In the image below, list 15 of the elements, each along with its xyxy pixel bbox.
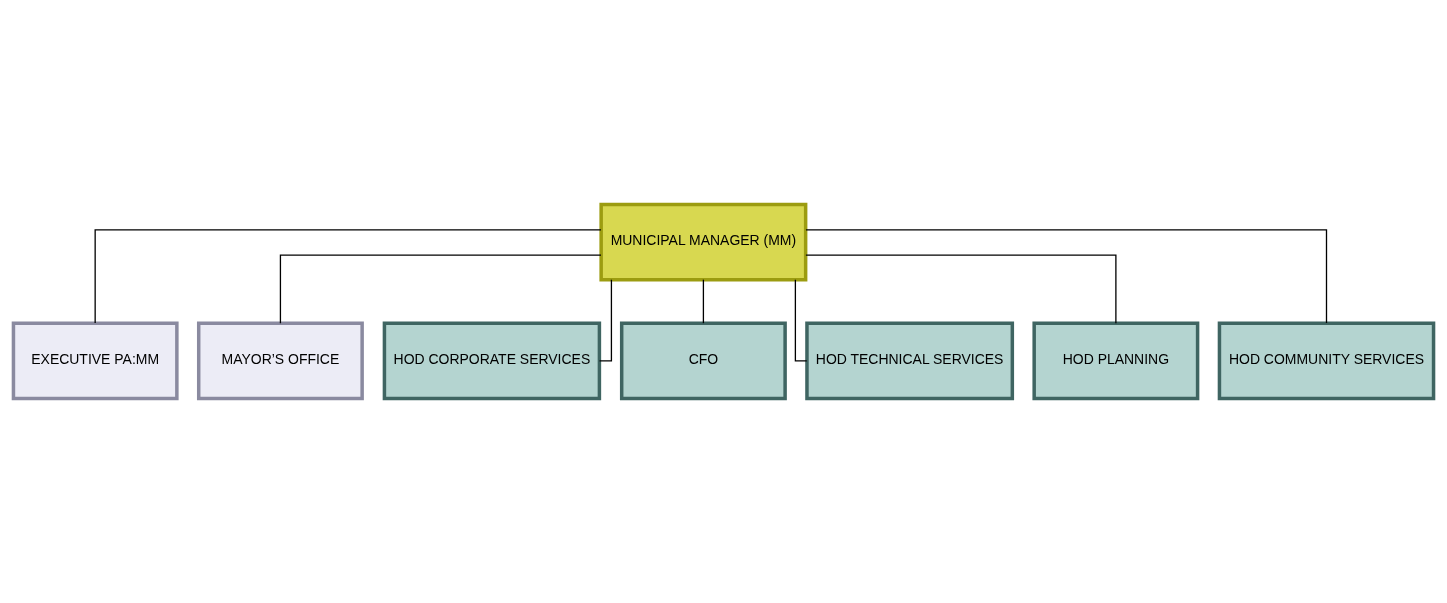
connector (702, 279, 705, 324)
node-box: HOD CORPORATE SERVICES (382, 321, 602, 401)
node-box: HOD PLANNING (1032, 321, 1200, 401)
connector (279, 254, 602, 324)
connector (598, 279, 613, 362)
node-box: MUNICIPAL MANAGER (MM) (599, 202, 808, 282)
connector (794, 279, 808, 362)
node-box: HOD COMMUNITY SERVICES (1217, 321, 1436, 401)
node-box: EXECUTIVE PA:MM (11, 321, 179, 401)
connector (94, 229, 602, 324)
connector (805, 254, 1117, 324)
node-box: HOD TECHNICAL SERVICES (805, 321, 1015, 401)
node-box: CFO (619, 321, 787, 401)
connector (805, 229, 1328, 324)
node-box: MAYOR’S OFFICE (196, 321, 364, 401)
